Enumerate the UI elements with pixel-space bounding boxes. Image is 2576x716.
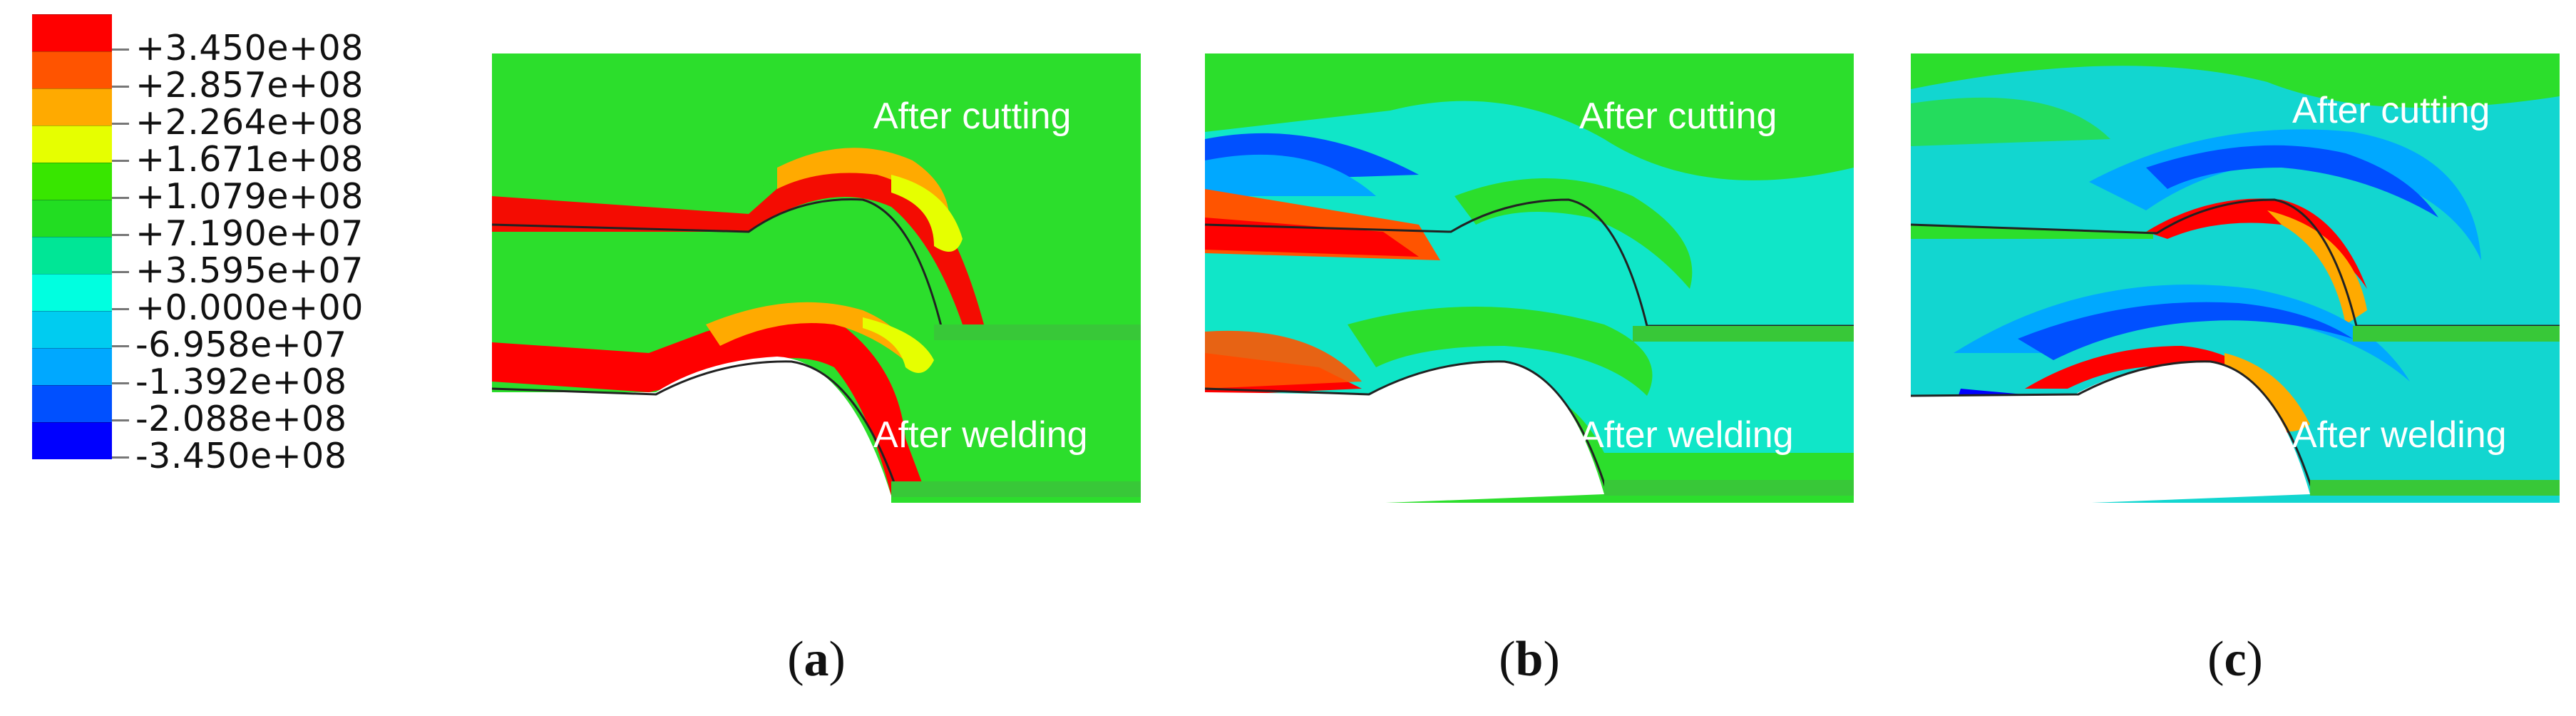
panel-c-upper-plate-green bbox=[1911, 225, 2153, 239]
panel-c-upper-darkblue bbox=[2146, 145, 2438, 218]
panel-a-lower-orange bbox=[706, 302, 913, 367]
legend-swatch bbox=[32, 200, 112, 237]
panel-b-blue-streak-2 bbox=[1205, 154, 1376, 196]
panel-b-upper-red bbox=[1205, 218, 1419, 257]
legend-swatch bbox=[32, 422, 112, 459]
panel-b-top-green bbox=[1205, 53, 1854, 180]
panel-b-bottom-label: After welding bbox=[1579, 414, 1794, 456]
legend-label: -6.958e+07 bbox=[135, 324, 347, 365]
panel-b-contour: After cutting After welding bbox=[1204, 53, 1854, 510]
legend-label: -3.450e+08 bbox=[135, 436, 347, 476]
legend-tick bbox=[112, 160, 129, 162]
legend-tick bbox=[112, 419, 129, 421]
panel-b-lower-green bbox=[1348, 307, 1653, 396]
panel-c-lower-edge bbox=[1910, 360, 2560, 496]
legend-swatch bbox=[32, 237, 112, 274]
legend-swatch bbox=[32, 163, 112, 200]
panel-c-upper-red bbox=[2146, 198, 2367, 289]
legend-tick bbox=[112, 271, 129, 273]
legend-tick bbox=[112, 197, 129, 199]
panel-b-lower-right-strip bbox=[1604, 480, 1854, 496]
legend-swatch bbox=[32, 311, 112, 348]
panel-b-lower-orange bbox=[1205, 330, 1362, 389]
caption-b: (b) bbox=[1499, 632, 1560, 687]
panel-a-upper-hotband bbox=[492, 155, 984, 324]
panel-a-cutout-lower bbox=[492, 357, 891, 510]
panel-c-bottom-label: After welding bbox=[2292, 414, 2507, 456]
panel-c-contour: After cutting After welding bbox=[1910, 53, 2560, 510]
caption-a: (a) bbox=[787, 632, 846, 687]
legend-label: +2.857e+08 bbox=[135, 65, 364, 106]
legend-tick bbox=[112, 345, 129, 347]
legend-tick bbox=[112, 382, 129, 384]
panel-b-plot bbox=[1204, 53, 1854, 510]
legend-tick bbox=[112, 308, 129, 310]
legend-label: +1.671e+08 bbox=[135, 139, 364, 180]
legend-swatch bbox=[32, 274, 112, 311]
panel-c-lower-right-strip bbox=[2310, 480, 2560, 496]
panel-a-contour: After cutting After welding bbox=[491, 53, 1141, 510]
panel-c-left-green bbox=[1911, 97, 2110, 146]
legend-tick bbox=[112, 234, 129, 236]
legend-swatch bbox=[32, 385, 112, 422]
legend-tick bbox=[112, 456, 129, 459]
legend-label: -2.088e+08 bbox=[135, 399, 347, 439]
panel-c-top-label: After cutting bbox=[2292, 90, 2490, 131]
panel-b-upper-right-strip bbox=[1633, 326, 1854, 342]
panel-a-upper-right-strip bbox=[934, 324, 1141, 340]
panel-b-upper-edge bbox=[1204, 198, 1854, 327]
panel-b-lower-edge bbox=[1204, 360, 1854, 496]
panel-c-plot bbox=[1910, 53, 2560, 510]
panel-c-lower-darkblue bbox=[2018, 302, 2353, 360]
legend-label: +2.264e+08 bbox=[135, 102, 364, 143]
legend-tick bbox=[112, 86, 129, 88]
legend-label: +0.000e+00 bbox=[135, 287, 364, 328]
panel-b-top-label: After cutting bbox=[1579, 96, 1777, 137]
panel-a-lower-yellow bbox=[863, 317, 934, 373]
legend-label: +3.595e+07 bbox=[135, 250, 364, 291]
legend-swatch bbox=[32, 88, 112, 126]
legend-swatch bbox=[32, 348, 112, 385]
legend-label: +1.079e+08 bbox=[135, 176, 364, 217]
panel-a-plot bbox=[491, 53, 1141, 510]
stress-legend: +3.450e+08+2.857e+08+2.264e+08+1.671e+08… bbox=[14, 14, 414, 513]
panel-c-lower-blue bbox=[1954, 285, 2410, 382]
legend-tick bbox=[112, 123, 129, 125]
panel-a-upper-orange bbox=[777, 148, 950, 232]
panel-c-cutout-lower bbox=[1911, 361, 2310, 510]
panel-a-lower-hotband bbox=[492, 319, 927, 496]
legend-label: +7.190e+07 bbox=[135, 213, 364, 254]
panel-c-upper-edge bbox=[1910, 198, 2560, 327]
legend-swatch bbox=[32, 51, 112, 88]
panel-c-top-green bbox=[1911, 53, 2560, 108]
panel-c-upper-orange bbox=[2267, 210, 2367, 324]
legend-tick bbox=[112, 48, 129, 51]
panel-c-upper-right-strip bbox=[2353, 326, 2560, 342]
legend-swatch bbox=[32, 126, 112, 163]
panel-a-bottom-label: After welding bbox=[873, 414, 1088, 456]
panel-a-upper-edge bbox=[491, 198, 1134, 327]
legend-label: +3.450e+08 bbox=[135, 28, 364, 68]
legend-swatch bbox=[32, 14, 112, 51]
panel-c-lower-orange bbox=[2225, 353, 2310, 431]
caption-c: (c) bbox=[2207, 632, 2263, 687]
panel-a-lower-edge bbox=[491, 360, 1134, 496]
legend-label: -1.392e+08 bbox=[135, 362, 347, 402]
panel-b-cutout-lower bbox=[1205, 361, 1604, 510]
panel-a-top-label: After cutting bbox=[873, 96, 1072, 137]
panel-a-upper-yellow bbox=[891, 175, 963, 252]
panel-a-lower-right-strip bbox=[891, 481, 1141, 497]
